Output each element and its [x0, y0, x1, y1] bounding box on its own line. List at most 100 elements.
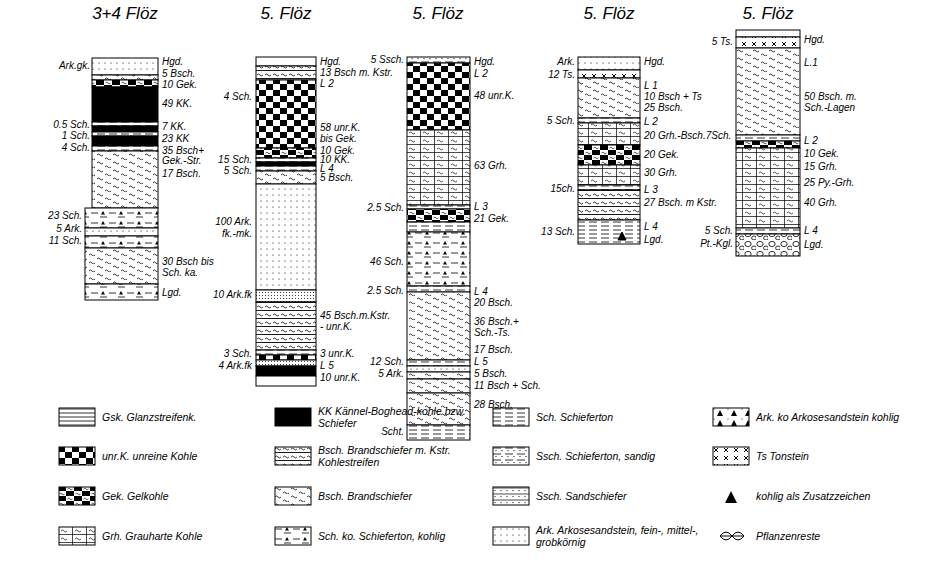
legend-text: unr.K. unreine Kohle [102, 450, 252, 462]
legend-text: Bsch. Brandschiefer m. Kstr. Kohlestreif… [318, 444, 488, 468]
legend-text: Gsk. Glanzstreifenk. [102, 411, 252, 423]
legend-swatch [712, 407, 750, 427]
layer-label: 25 Py.-Grh. [804, 177, 854, 189]
layer-label: 45 Bsch.m.Kstr. [320, 310, 390, 322]
layer-label: Hgd. [644, 56, 665, 68]
layer-label: 13 Bsch m. Kstr. [320, 67, 393, 79]
layer-label: Lgd. [162, 287, 181, 299]
layer-label: Hgd. [320, 56, 341, 68]
layer-label: 49 KK. [162, 98, 192, 110]
layer-label: 5 Sch. [224, 165, 252, 177]
layer-label: 20 Gek. [644, 149, 679, 161]
legend-text: Ssch. Schieferton, sandig [536, 450, 711, 462]
layer-label: 10 Gek. [162, 79, 197, 91]
layer-label: 1 Sch. [62, 130, 90, 142]
layer-label: Sch. ka. [162, 267, 198, 279]
legend-swatch [712, 526, 750, 546]
layer-label: 12 Sch. [370, 356, 404, 368]
legend-text: Sch. Schieferton [536, 411, 711, 423]
layer-label: 5 Ark. [378, 368, 404, 380]
legend-text: Ts Tonstein [756, 450, 936, 462]
layer-label: 46 Sch. [370, 256, 404, 268]
layer-label: Scht. [381, 426, 404, 438]
layer-label: Hgd. [162, 56, 183, 68]
legend-swatch [492, 526, 530, 546]
layer-label: 3 Sch. [224, 348, 252, 360]
layer-label: L 5 [474, 356, 488, 368]
legend-swatch [712, 486, 750, 506]
layer-label: 21 Gek. [474, 213, 509, 225]
layer-label: 10 Ark.fk [213, 289, 252, 301]
layer-label: 7 KK. [162, 121, 186, 133]
legend-text: KK Kännel-Boghead-kohle bzw. Schiefer [318, 405, 488, 429]
layer-label: 5 Bsch. [320, 172, 353, 184]
legend-text: Gek. Gelkohle [102, 490, 252, 502]
layer-label: L.1 [804, 57, 818, 69]
layer-label: Sch.-Ts. [474, 327, 510, 339]
layer-label: Pt.-Kgl. [700, 238, 733, 250]
layer-label: Hgd. [804, 34, 825, 46]
layer-label: L 2 [644, 116, 658, 128]
layer-label: 58 unr.K. [320, 122, 360, 134]
layer-label: Ark.gk. [59, 60, 90, 72]
legend-swatch [58, 407, 96, 427]
layer-label: 23 KK [162, 133, 189, 145]
legend-swatch [492, 446, 530, 466]
legend-text: Grh. Grauharte Kohle [102, 530, 252, 542]
legend-swatch [492, 486, 530, 506]
layer-label: Ark. [557, 56, 575, 68]
layer-label: 3 unr.K. [320, 348, 355, 360]
layer-label: Hgd. [474, 56, 495, 68]
layer-label: 15 Sch. [218, 154, 252, 166]
layer-label: 100 Ark. [215, 216, 252, 228]
layer-label: 30 Bsch bis [162, 256, 214, 268]
legend-text: kohlig als Zusatzzeichen [756, 490, 936, 502]
layer-label: Lgd. [644, 234, 663, 246]
layer-label: 23 Sch. [48, 210, 82, 222]
column-title: 5. Flöz [742, 4, 793, 24]
layer-label: 11 Bsch + Sch. [474, 380, 541, 392]
column-title: 5. Flöz [260, 4, 311, 24]
layer-label: 5 Sch. [705, 225, 733, 237]
layer-label: L 1 [644, 80, 658, 92]
layer-label: L 5 [320, 360, 334, 372]
layer-label: 11 Sch. [49, 235, 82, 247]
layer-label: Sch.-Lagen [804, 102, 855, 114]
layer-label: 0.5 Sch. [53, 119, 90, 131]
layer-label: 63 Grh. [474, 160, 507, 172]
layer-label: 20 Grh.-Bsch.7Sch. [644, 130, 731, 142]
layer-label: 48 unr.K. [474, 90, 514, 102]
legend-swatch [274, 526, 312, 546]
legend-text: Ssch. Sandschiefer [536, 490, 711, 502]
layer-label: L 2 [804, 135, 818, 147]
column-title: 5. Flöz [412, 4, 463, 24]
layer-label: 5 Ts. [712, 36, 733, 48]
legend-swatch [274, 486, 312, 506]
layer-label: 27 Bsch. m Kstr. [644, 197, 717, 209]
layer-label: L 4 [804, 225, 818, 237]
layer-label: 4 Ark.fk [218, 360, 252, 372]
layer-label: 30 Grh. [644, 167, 677, 179]
layer-label: 15 Grh. [804, 161, 837, 173]
layer-label: 40 Grh. [804, 197, 837, 209]
layer-label: fk.-mk. [222, 228, 252, 240]
layer-label: 17 Bsch. [162, 168, 201, 180]
legend-swatch [712, 446, 750, 466]
layer-label: L 3 [644, 184, 658, 196]
layer-label: 5 Ark. [56, 223, 82, 235]
layer-label: 50 Bsch. m. [804, 91, 857, 103]
layer-label: 10 unr.K. [320, 372, 360, 384]
legend-text: Ark. ko Arkosesandstein kohlig [756, 411, 936, 423]
layer-label: 20 Bsch. [474, 297, 513, 309]
layer-label: 5 Bsch. [162, 68, 195, 80]
layer-label: Gek.-Str. [162, 155, 202, 167]
legend-text: Sch. ko. Schieferton, kohlig [318, 530, 488, 542]
layer-label: L 4 [474, 286, 488, 298]
layer-label: L 2 [320, 78, 334, 90]
layer-label: 2.5 Sch. [367, 285, 404, 297]
layer-label: Lgd. [804, 239, 823, 251]
layer-label: 2.5 Sch. [367, 202, 404, 214]
legend-swatch [58, 446, 96, 466]
layer-label: 4 Sch. [62, 142, 90, 154]
